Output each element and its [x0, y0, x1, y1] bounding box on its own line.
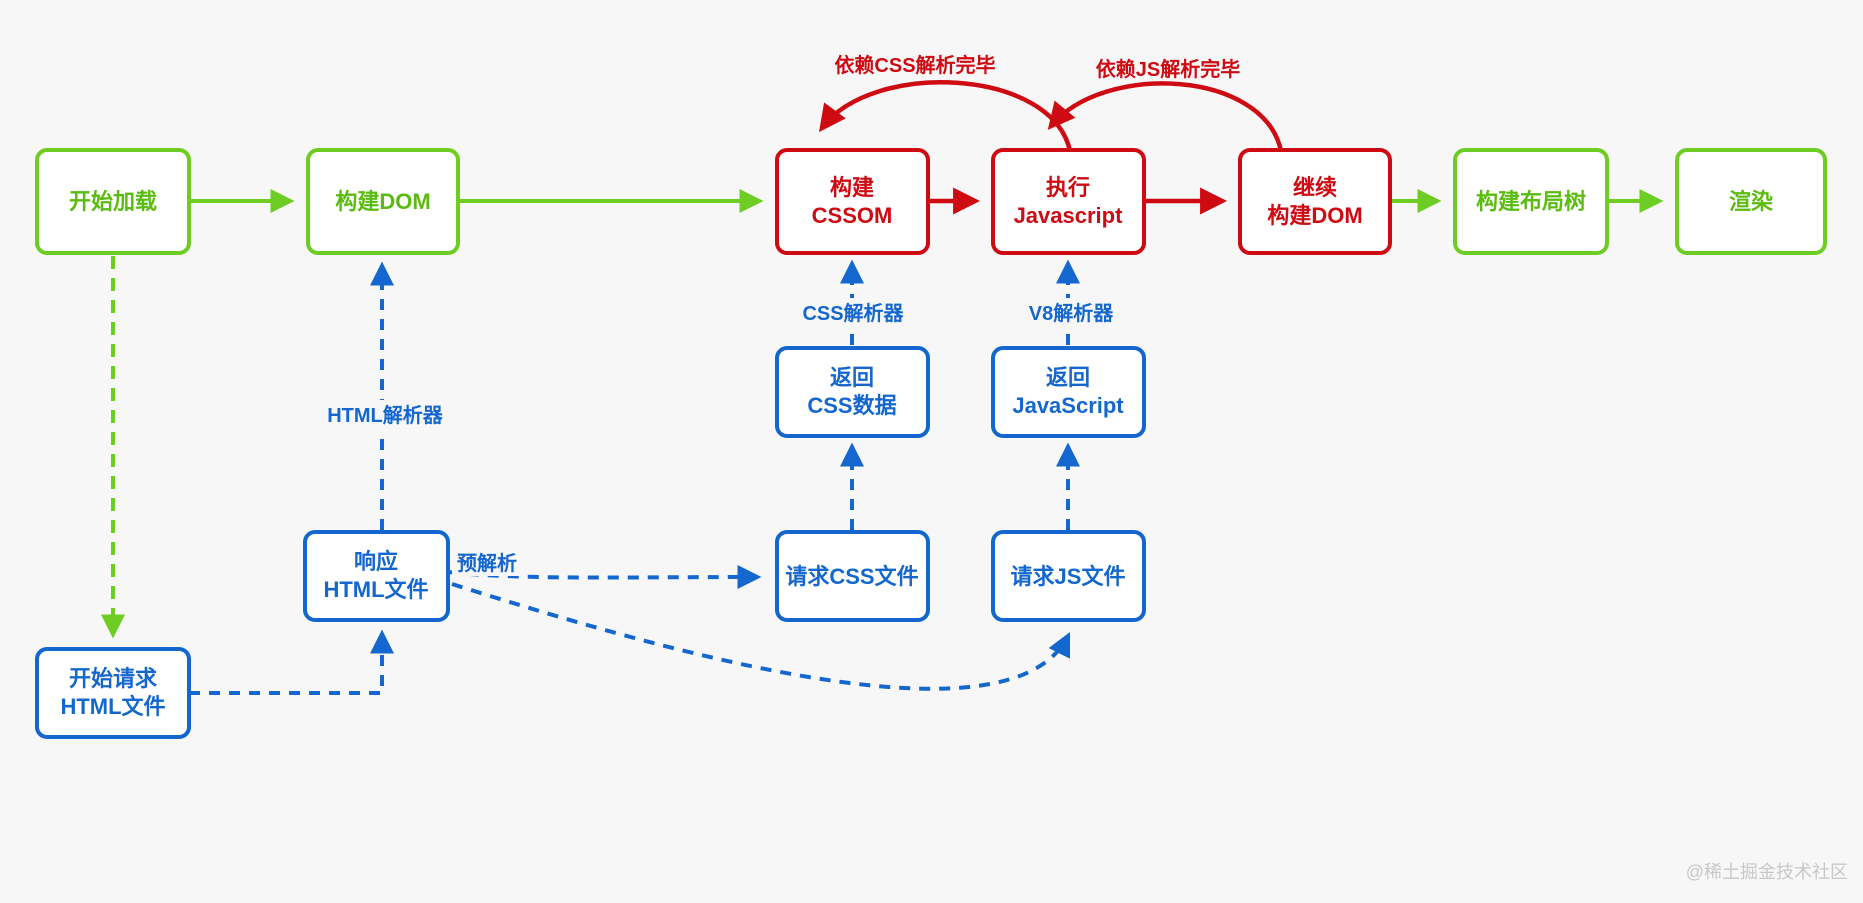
node-start-request-html-label-line2: HTML文件 [60, 694, 165, 719]
node-request-js-file: 请求JS文件 [991, 530, 1146, 622]
node-build-dom-label: 构建DOM [335, 189, 430, 214]
label-bg-css-parser [786, 298, 918, 328]
node-request-css-file-label: 请求CSS文件 [785, 564, 918, 589]
node-build-cssom-label-line2: CSSOM [812, 203, 893, 228]
node-return-javascript-label-line1: 返回 [1046, 365, 1090, 390]
label-pre-parse: 预解析 [457, 551, 517, 575]
node-start-request-html: 开始请求 HTML文件 [35, 647, 191, 739]
label-bg-v8-parser [1010, 298, 1132, 328]
node-render-box [1675, 148, 1827, 255]
label-html-parser: HTML解析器 [327, 403, 444, 427]
node-request-js-file-box [991, 530, 1146, 622]
node-exec-js: 执行 Javascript [991, 148, 1146, 255]
node-build-layout-tree: 构建布局树 [1453, 148, 1609, 255]
node-return-css-data-label-line2: CSS数据 [807, 393, 896, 418]
node-continue-build-dom-label-line1: 继续 [1293, 175, 1337, 200]
node-return-javascript: 返回 JavaScript [991, 346, 1146, 438]
edge-pre-parse-to-request-js [451, 582, 1071, 691]
node-exec-js-box [991, 148, 1146, 255]
edge-depend-css-parsed-arc [818, 80, 1073, 152]
node-build-layout-tree-box [1453, 148, 1609, 255]
node-build-dom-box [306, 148, 460, 255]
node-build-cssom-label-line1: 构建 [830, 175, 874, 200]
node-exec-js-label-line1: 执行 [1046, 175, 1090, 200]
node-request-js-file-label: 请求JS文件 [1011, 564, 1126, 589]
node-continue-build-dom-label-line2: 构建DOM [1267, 203, 1362, 228]
node-request-css-file: 请求CSS文件 [775, 530, 930, 622]
node-return-css-data: 返回 CSS数据 [775, 346, 930, 438]
node-return-javascript-label-line2: JavaScript [1012, 393, 1124, 418]
node-render: 渲染 [1675, 148, 1827, 255]
node-continue-build-dom: 继续 构建DOM [1238, 148, 1392, 255]
node-start-request-html-box [35, 647, 191, 739]
node-response-html-box [303, 530, 450, 622]
node-return-css-data-box [775, 346, 930, 438]
label-bg-html-parser [308, 400, 460, 430]
node-continue-build-dom-box [1238, 148, 1392, 255]
label-depend-css-parsed: 依赖CSS解析完毕 [834, 53, 995, 77]
node-build-cssom-box [775, 148, 930, 255]
node-start-load-box [35, 148, 191, 255]
label-v8-parser: V8解析器 [1029, 301, 1114, 325]
node-return-javascript-box [991, 346, 1146, 438]
label-css-parser: CSS解析器 [802, 301, 904, 325]
node-response-html-label-line1: 响应 [354, 549, 398, 574]
node-build-layout-tree-label: 构建布局树 [1476, 189, 1586, 214]
node-exec-js-label-line2: Javascript [1014, 203, 1124, 228]
label-depend-js-parsed: 依赖JS解析完毕 [1096, 57, 1240, 81]
edge-start-request-html-to-response-html [189, 629, 394, 695]
node-response-html: 响应 HTML文件 [303, 530, 450, 622]
node-request-css-file-box [775, 530, 930, 622]
node-return-css-data-label-line1: 返回 [830, 365, 874, 390]
node-build-cssom: 构建 CSSOM [775, 148, 930, 255]
label-bg-pre-parse [452, 548, 522, 576]
node-response-html-label-line2: HTML文件 [323, 577, 428, 602]
node-render-label: 渲染 [1729, 189, 1773, 214]
watermark-text: @稀土掘金技术社区 [1686, 862, 1848, 882]
edge-depend-js-parsed-arc [1047, 81, 1284, 152]
node-start-load-label: 开始加载 [69, 189, 157, 214]
node-build-dom: 构建DOM [306, 148, 460, 255]
node-start-load: 开始加载 [35, 148, 191, 255]
node-start-request-html-label-line1: 开始请求 [69, 666, 157, 691]
